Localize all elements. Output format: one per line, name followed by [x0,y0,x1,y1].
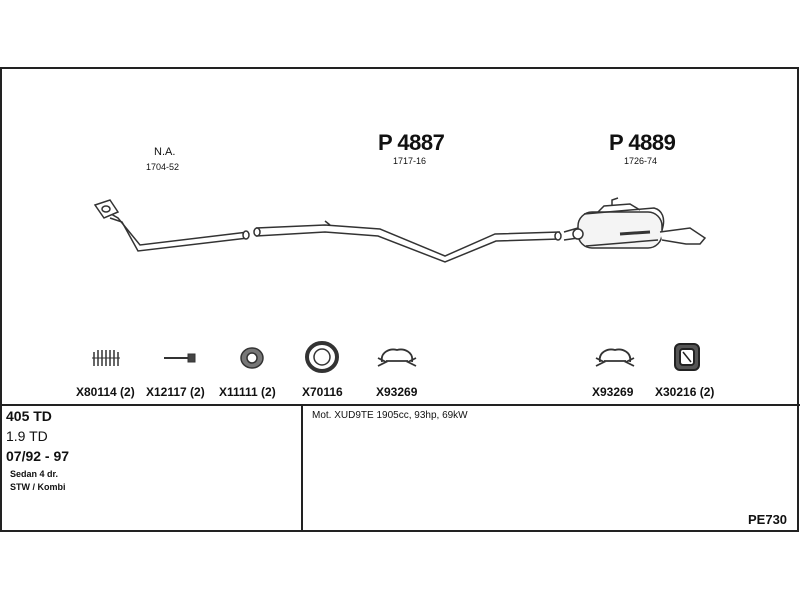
middle-silencer-number: 1717-16 [393,156,427,166]
accessory-code: X80114 (2) [76,385,135,399]
spring-icon [92,350,120,366]
accessory-code: X93269 [376,385,418,399]
diagram-frame [0,67,799,532]
accessory-code: X93269 [592,385,634,399]
clamp-icon [595,348,635,367]
rear-silencer-part: P 4889 [609,130,676,155]
rubber-mount-icon [674,343,700,371]
table-divider [0,404,800,406]
clamp-icon [377,348,417,367]
vehicle-years: 07/92 - 97 [6,448,70,464]
washer-icon [240,347,264,369]
front-pipe [93,199,250,252]
front-pipe-number: 1704-52 [146,162,180,172]
accessory-code: X70116 [302,385,343,399]
bolt-icon [164,353,196,363]
accessory-code: X11111 (2) [219,385,276,399]
engine-spec: Mot. XUD9TE 1905cc, 93hp, 69kW [312,410,468,421]
vehicle-body-type: STW / Kombi [10,482,66,492]
vehicle-model: 405 TD [6,408,52,424]
vehicle-engine-size: 1.9 TD [6,428,48,444]
accessory-code: X30216 (2) [655,385,715,399]
rear-silencer-number: 1726-74 [624,156,658,166]
front-pipe-label: N.A. [154,146,176,158]
vehicle-body-type: Sedan 4 dr. [10,469,59,479]
middle-pipe [253,220,562,263]
reference-code: PE730 [748,512,788,527]
accessory-code: X12117 (2) [146,385,205,399]
gasket-ring-icon [305,341,339,373]
rear-silencer [563,197,707,249]
middle-silencer-part: P 4887 [378,130,445,155]
column-divider [301,404,303,532]
